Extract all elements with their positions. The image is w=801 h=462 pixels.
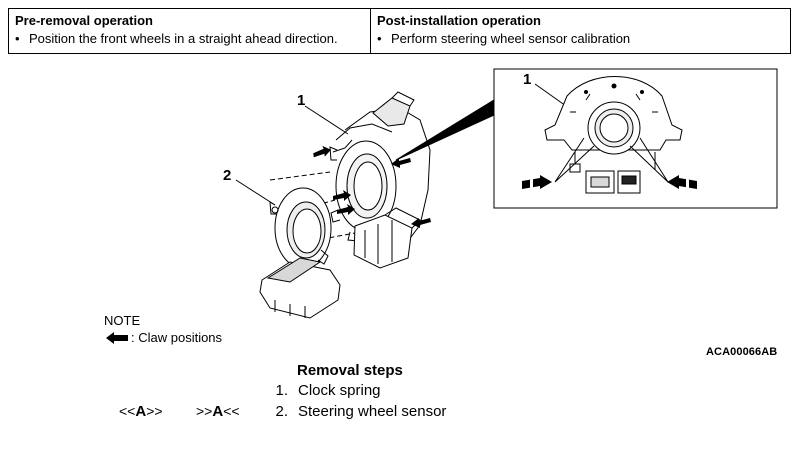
operations-table: Pre-removal operation • Position the fron… [8,8,791,54]
pre-removal-item: • Position the front wheels in a straight… [15,30,364,47]
callout-1: 1 [297,92,305,109]
post-installation-item-text: Perform steering wheel sensor calibratio… [391,31,631,46]
inset-callout-1: 1 [523,71,531,88]
note-legend: : Claw positions [106,330,222,345]
pre-removal-column: Pre-removal operation • Position the fron… [9,9,371,53]
pre-removal-item-text: Position the front wheels in a straight … [29,31,338,46]
clock-spring-illustration [269,91,431,269]
post-installation-item: • Perform steering wheel sensor calibrati… [377,30,784,47]
ref-letter: A [212,403,224,420]
ref-prefix: >> [196,403,213,419]
removal-steps-title: Removal steps [297,362,403,379]
post-installation-heading: Post-installation operation [377,13,541,28]
bullet: • [15,31,20,46]
pre-removal-heading: Pre-removal operation [15,13,153,28]
installation-service-point-ref: >>A<< [196,403,240,420]
note-label: NOTE [104,313,141,328]
callout-2: 2 [223,167,231,184]
detail-inset: 1 [493,68,778,209]
bullet: • [377,31,382,46]
steering-wheel-sensor-illustration [259,187,341,319]
removal-service-point-ref: <<A>> [119,403,163,420]
post-installation-column: Post-installation operation • Perform ste… [371,9,790,53]
claw-arrow-icon [106,331,128,344]
step-label: Clock spring [298,382,381,399]
step-number: 2. [275,403,288,420]
ref-letter: A [135,403,147,420]
ref-prefix: << [119,403,136,419]
step-label: Steering wheel sensor [298,403,447,420]
ref-suffix: >> [146,403,163,419]
removal-step-2: 2. Steering wheel sensor [262,403,446,420]
figure-id: ACA00066AB [706,346,778,358]
inset-claw-arrows [522,175,697,190]
note-legend-text: : Claw positions [131,330,223,345]
claw-arrows [313,145,431,228]
step-number: 1. [275,382,288,399]
ref-suffix: << [223,403,240,419]
removal-step-1: 1. Clock spring [262,382,381,399]
